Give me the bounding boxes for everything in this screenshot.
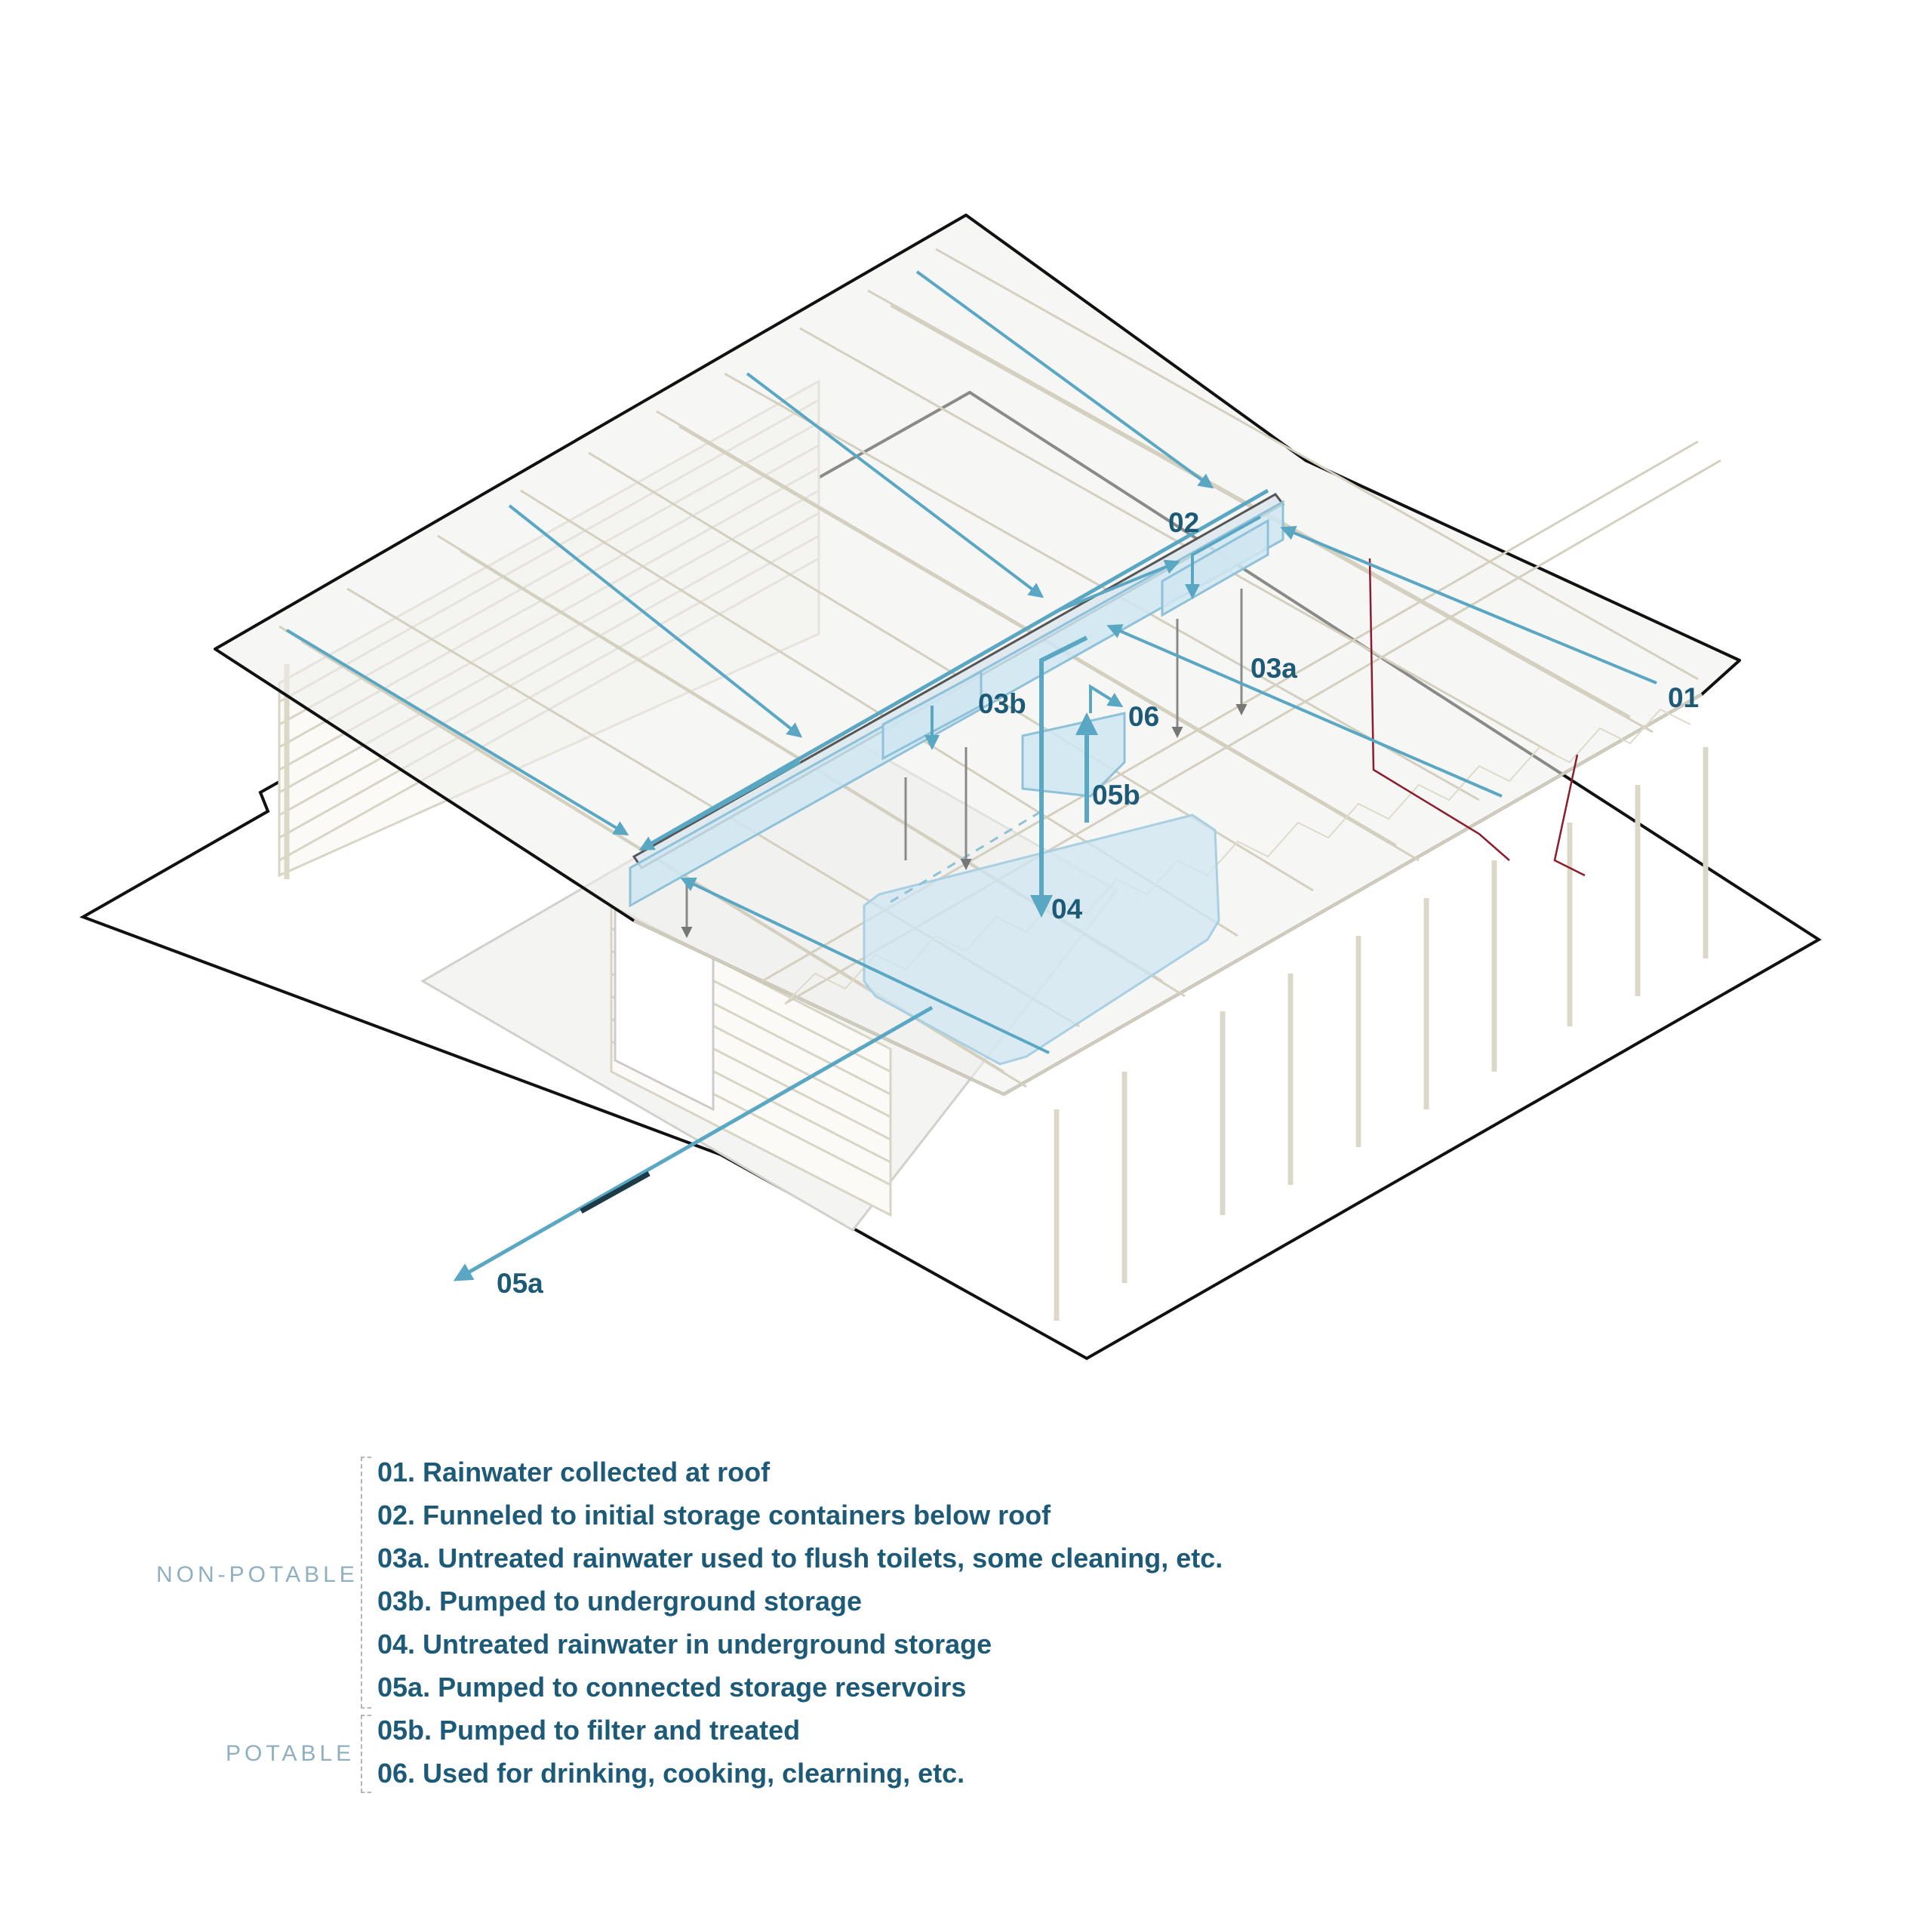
callout-02: 02 <box>1168 507 1199 538</box>
legend-item-01: 01. Rainwater collected at roof <box>377 1457 771 1487</box>
pipe-dark-segment <box>580 1171 651 1214</box>
callout-03a: 03a <box>1251 653 1297 684</box>
legend-item-03a: 03a. Untreated rainwater used to flush t… <box>377 1543 1223 1574</box>
downpipes <box>681 589 1247 938</box>
group-label-potable: POTABLE <box>226 1741 355 1766</box>
legend-item-02: 02. Funneled to initial storage containe… <box>377 1500 1051 1531</box>
group-label-non-potable: NON-POTABLE <box>156 1562 358 1587</box>
railing-accent <box>1368 558 1586 877</box>
callout-05a: 05a <box>497 1268 543 1299</box>
pipe-to-underground <box>1030 635 1088 918</box>
callout-05b: 05b <box>1092 780 1140 811</box>
columns <box>284 664 1709 1321</box>
gutter-flow-arrows <box>924 515 1261 750</box>
legend-item-05a: 05a. Pumped to connected storage reservo… <box>377 1672 967 1703</box>
potable-bracket <box>361 1715 371 1793</box>
roof-flow-arrows <box>285 270 1657 1054</box>
callout-06: 06 <box>1128 701 1159 732</box>
filter-treatment-box <box>1021 712 1126 798</box>
pipe-to-reservoirs <box>453 1005 934 1281</box>
legend-item-04: 04. Untreated rainwater in underground s… <box>377 1629 992 1660</box>
callout-04: 04 <box>1051 894 1083 924</box>
legend-item-03b: 03b. Pumped to underground storage <box>377 1586 863 1617</box>
underground-tank <box>863 814 1220 1066</box>
non-potable-bracket <box>361 1457 371 1709</box>
callout-03b: 03b <box>978 688 1026 719</box>
legend-item-06: 06. Used for drinking, cooking, clearnin… <box>377 1758 965 1789</box>
potable-outlet <box>1089 684 1124 713</box>
callout-01: 01 <box>1668 682 1699 713</box>
legend-item-05b: 05b. Pumped to filter and treated <box>377 1715 801 1746</box>
